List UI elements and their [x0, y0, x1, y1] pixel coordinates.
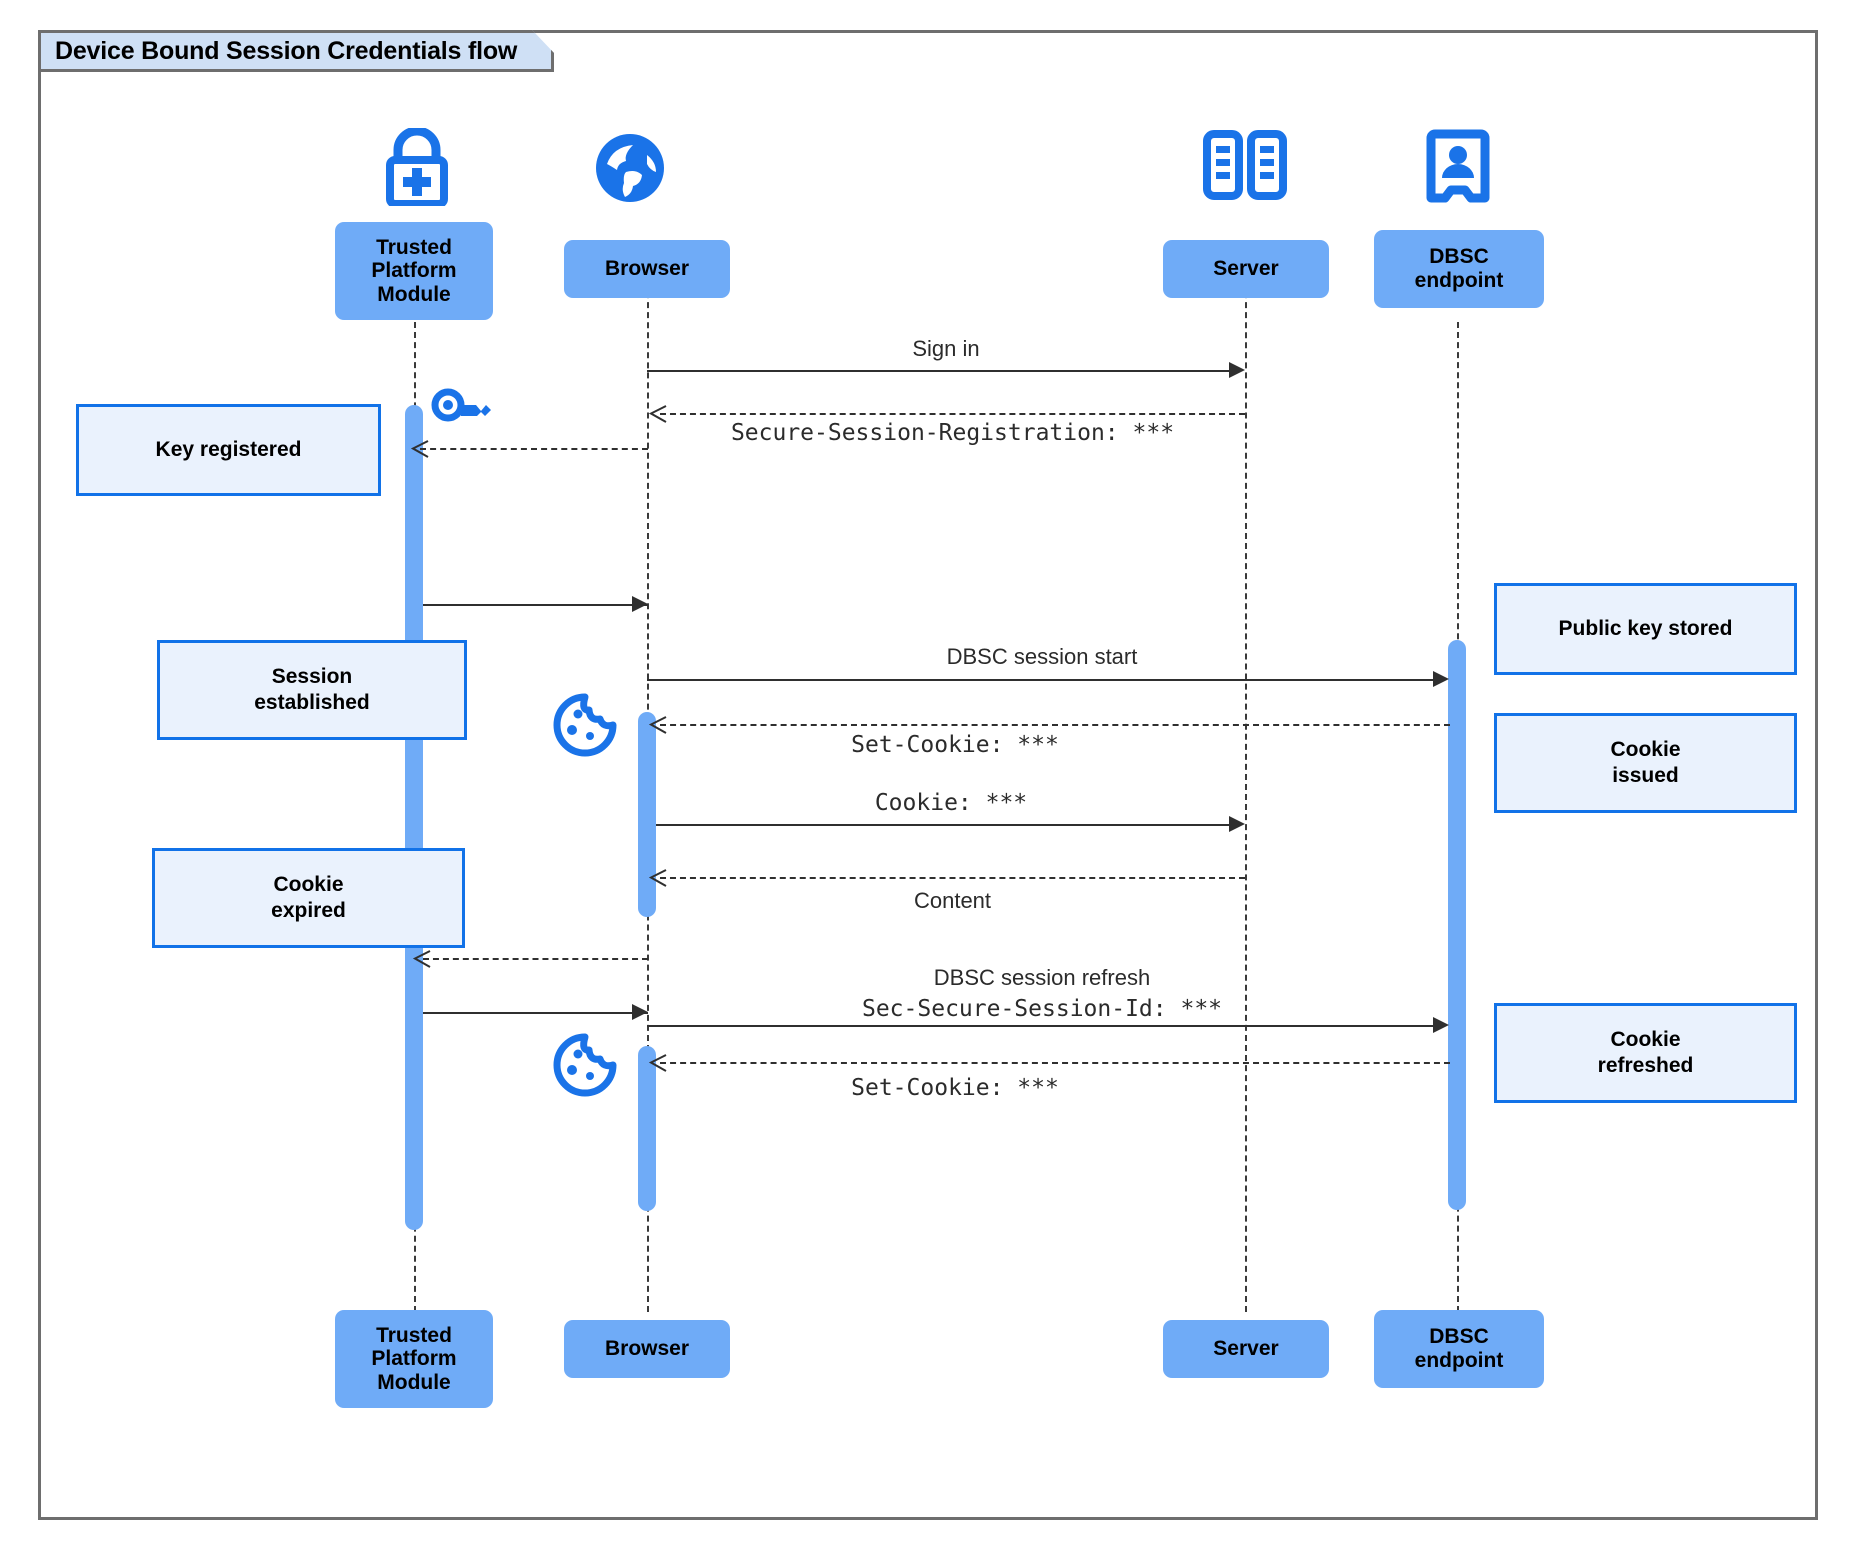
message-label-cookie: Cookie: *** — [874, 790, 1028, 816]
activation-browser-2 — [638, 1046, 656, 1211]
arrowhead-right — [1433, 1017, 1449, 1033]
participant-dbsc-top[interactable]: DBSC endpoint — [1374, 230, 1544, 308]
message-line-dbsc-session-refresh — [647, 1025, 1433, 1027]
cookie-icon — [548, 692, 620, 763]
participant-label: Trusted Platform Module — [371, 1323, 457, 1394]
arrowhead-right — [632, 596, 648, 612]
participant-label: Server — [1213, 1337, 1279, 1361]
id-badge-icon — [1425, 128, 1491, 213]
participant-server-top[interactable]: Server — [1163, 240, 1329, 298]
activation-tpm — [405, 405, 423, 1230]
server-rack-icon — [1199, 128, 1291, 209]
note-public-key-stored: Public key stored — [1494, 583, 1797, 675]
participant-browser-top[interactable]: Browser — [564, 240, 730, 298]
message-label-sign-in: Sign in — [912, 336, 980, 361]
note-text: Cookie refreshed — [1597, 1027, 1694, 1077]
note-text: Public key stored — [1558, 616, 1733, 640]
message-line-sign-in — [647, 370, 1229, 372]
arrowhead-open-left — [648, 404, 667, 423]
message-line-to-tpm-key — [420, 448, 648, 450]
lifeline-server — [1245, 272, 1247, 1312]
message-line-set-cookie-2 — [660, 1062, 1450, 1064]
participant-label: Server — [1213, 257, 1279, 281]
arrowhead-open-left — [412, 949, 431, 968]
message-label-set-cookie-1: Set-Cookie: *** — [851, 732, 1059, 758]
message-label-dbsc-session-refresh: DBSC session refresh — [933, 965, 1151, 990]
message-line-secure-session-registration — [660, 413, 1245, 415]
participant-label: Trusted Platform Module — [371, 235, 457, 306]
message-label-secure-session-registration: Secure-Session-Registration: *** — [730, 420, 1175, 446]
key-icon — [430, 385, 498, 434]
message-line-content — [660, 877, 1245, 879]
message-label-set-cookie-2: Set-Cookie: *** — [851, 1075, 1059, 1101]
diagram-title: Device Bound Session Credentials flow — [38, 30, 554, 72]
cookie-icon — [548, 1032, 620, 1103]
arrowhead-open-left — [648, 715, 667, 734]
note-text: Cookie expired — [271, 872, 346, 922]
message-label-content: Content — [913, 888, 992, 913]
note-cookie-issued: Cookie issued — [1494, 713, 1797, 813]
arrowhead-right — [1229, 816, 1245, 832]
message-line-dbsc-session-start — [647, 679, 1433, 681]
participant-dbsc-bottom[interactable]: DBSC endpoint — [1374, 1310, 1544, 1388]
arrowhead-right — [632, 1004, 648, 1020]
arrowhead-open-left — [410, 439, 429, 458]
note-cookie-refreshed: Cookie refreshed — [1494, 1003, 1797, 1103]
globe-icon — [590, 128, 670, 213]
participant-browser-bottom[interactable]: Browser — [564, 1320, 730, 1378]
message-label-sec-secure-session-id: Sec-Secure-Session-Id: *** — [861, 996, 1223, 1022]
activation-dbsc-1 — [1448, 640, 1466, 1210]
arrowhead-right — [1229, 362, 1245, 378]
note-text: Cookie issued — [1610, 737, 1681, 787]
participant-tpm-top[interactable]: Trusted Platform Module — [335, 222, 493, 320]
lock-plus-icon — [370, 126, 464, 211]
arrowhead-right — [1433, 671, 1449, 687]
note-key-registered: Key registered — [76, 404, 381, 496]
participant-label: DBSC endpoint — [1414, 245, 1504, 292]
arrowhead-open-left — [648, 1053, 667, 1072]
note-session-established: Session established — [157, 640, 467, 740]
message-label-dbsc-session-start: DBSC session start — [946, 644, 1138, 669]
participant-tpm-bottom[interactable]: Trusted Platform Module — [335, 1310, 493, 1408]
note-text: Key registered — [155, 437, 302, 461]
message-line-tpm-to-browser-2 — [423, 1012, 648, 1014]
activation-browser-1 — [638, 712, 656, 917]
participant-label: Browser — [604, 257, 690, 281]
message-line-browser-to-tpm — [423, 958, 648, 960]
arrowhead-open-left — [648, 868, 667, 887]
message-line-set-cookie-1 — [660, 724, 1450, 726]
participant-server-bottom[interactable]: Server — [1163, 1320, 1329, 1378]
participant-label: Browser — [604, 1337, 690, 1361]
participant-label: DBSC endpoint — [1414, 1325, 1504, 1372]
note-text: Session established — [254, 664, 370, 714]
note-cookie-expired: Cookie expired — [152, 848, 465, 948]
message-line-cookie — [656, 824, 1229, 826]
message-line-tpm-to-browser — [423, 604, 648, 606]
